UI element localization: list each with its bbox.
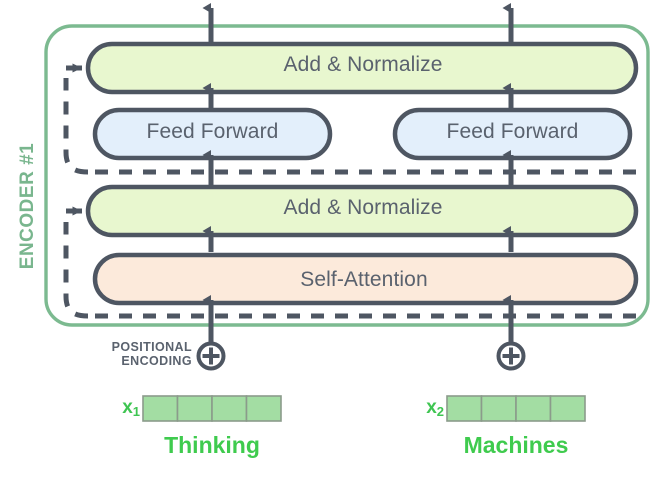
embedding-vector-x2 (446, 395, 586, 422)
embedding-cell (480, 395, 517, 422)
addnorm-bottom-box[interactable] (85, 184, 639, 238)
embedding-cell (176, 395, 213, 422)
self-attention-box[interactable] (92, 252, 639, 306)
addnorm-top-box[interactable] (85, 41, 639, 95)
embedding-cell (549, 395, 586, 422)
embedding-vector-x1 (142, 395, 282, 422)
encoder-container-border (44, 24, 650, 327)
embedding-cell (245, 395, 282, 422)
circle-plus-icon-left (196, 341, 226, 371)
embedding-cell (211, 395, 248, 422)
embedding-cell (446, 395, 483, 422)
embedding-cell (515, 395, 552, 422)
feedforward-left-box[interactable] (92, 107, 333, 161)
feedforward-right-box[interactable] (392, 107, 633, 161)
residual-elbow-upper (63, 78, 89, 175)
circle-plus-icon-right (496, 341, 526, 371)
residual-elbow-lower (63, 222, 89, 319)
embedding-cell (142, 395, 179, 422)
